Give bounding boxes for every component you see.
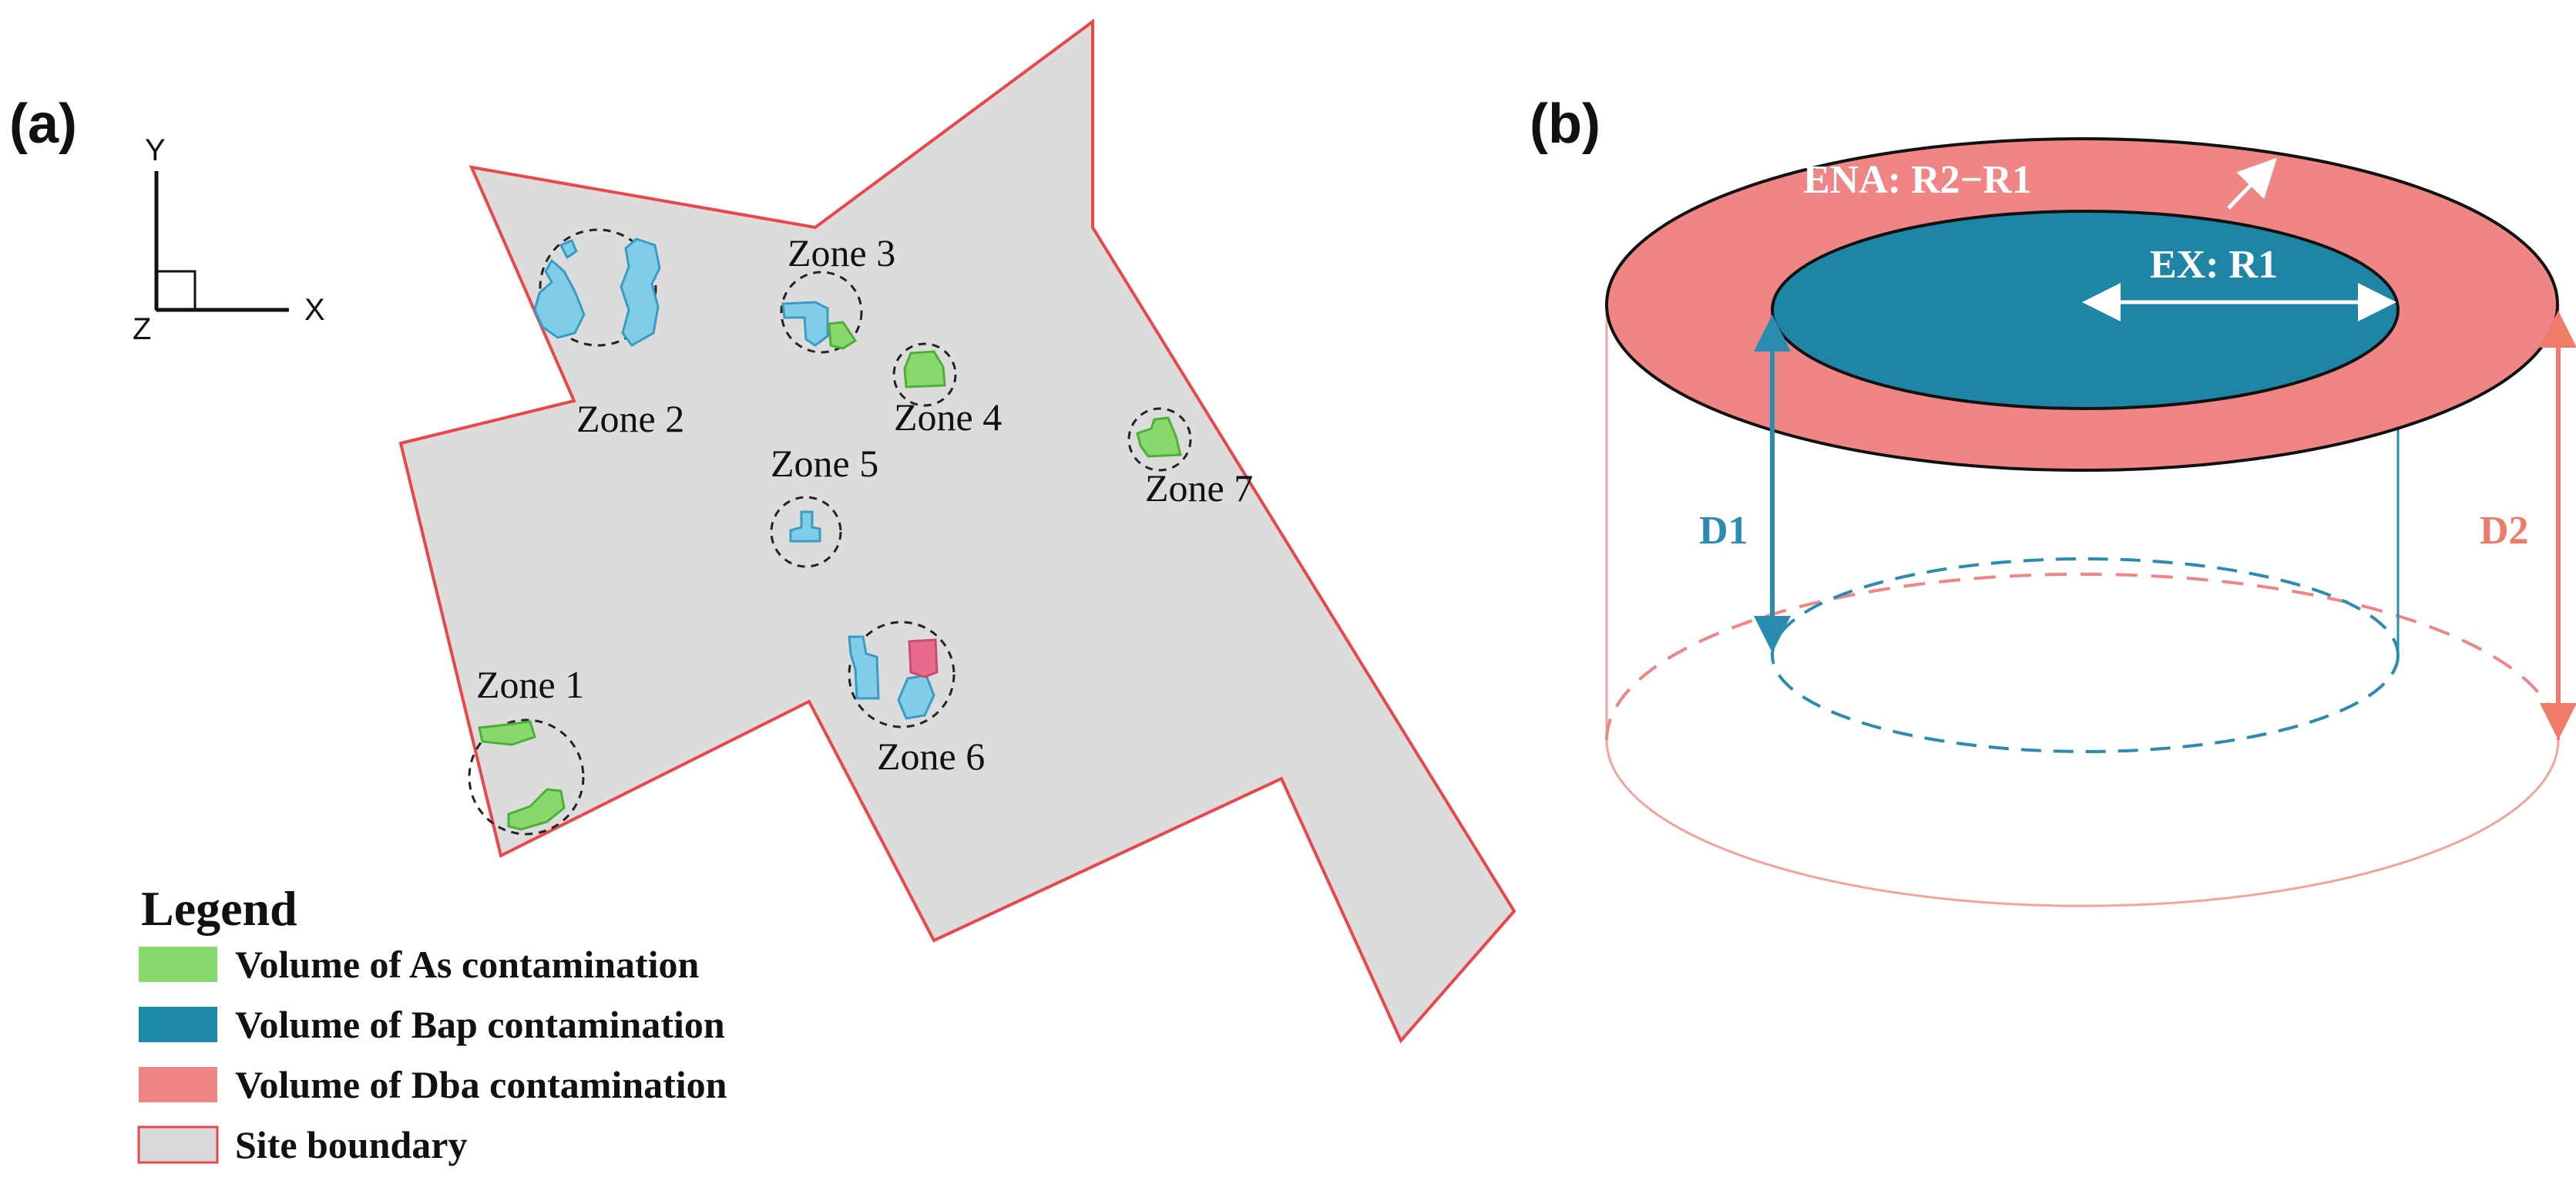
zone3-label: Zone 3 bbox=[788, 231, 895, 274]
d2-label: D2 bbox=[2480, 509, 2529, 553]
zone3-circle bbox=[780, 271, 863, 354]
zone1-circle bbox=[468, 718, 585, 836]
zone4-circle bbox=[892, 342, 957, 407]
legend-item-dba: Volume of Dba contamination bbox=[235, 1063, 727, 1106]
z-axis-label: Z bbox=[133, 312, 151, 346]
zone7-label: Zone 7 bbox=[1145, 466, 1253, 510]
zone6-bap-left bbox=[848, 635, 880, 700]
ex-label: EX: R1 bbox=[2150, 243, 2278, 287]
zone5-bap bbox=[789, 510, 821, 543]
ena-arrow bbox=[2227, 157, 2277, 210]
zone6-label: Zone 6 bbox=[877, 735, 985, 778]
zone1-as-top bbox=[478, 720, 536, 746]
legend-title: Legend bbox=[141, 881, 297, 936]
panel-a-label: (a) bbox=[9, 93, 77, 155]
zone2-label: Zone 2 bbox=[576, 397, 684, 440]
zone1-label: Zone 1 bbox=[476, 663, 584, 706]
outer-bottom-back bbox=[1605, 572, 2560, 741]
d1-label: D1 bbox=[1699, 509, 1748, 553]
legend-swatch-dba bbox=[139, 1067, 217, 1102]
zone3-bap bbox=[781, 301, 829, 347]
zone1-as-bottom bbox=[507, 788, 566, 831]
legend-item-site: Site boundary bbox=[235, 1123, 467, 1166]
panel-b: (b) ENA: R2−R1 EX: R1 D1 D2 bbox=[1530, 93, 2576, 907]
zone2-bap-left bbox=[533, 258, 586, 339]
zone5-circle bbox=[770, 496, 842, 568]
zone3-as bbox=[828, 321, 858, 350]
outer-bottom-front bbox=[1605, 739, 2560, 907]
zone2-circle bbox=[539, 228, 657, 347]
zone5-group: Zone 5 bbox=[770, 442, 878, 568]
legend-swatch-bap bbox=[139, 1007, 217, 1042]
inner-bottom-ellipse bbox=[1771, 557, 2400, 753]
zone7-as bbox=[1136, 416, 1182, 458]
zone2-bap-small bbox=[559, 239, 578, 260]
zone4-group: Zone 4 bbox=[892, 342, 1002, 439]
zone1-group: Zone 1 bbox=[468, 663, 585, 836]
legend-swatch-as bbox=[139, 947, 217, 982]
site-boundary bbox=[398, 19, 1516, 1044]
zone3-group: Zone 3 bbox=[780, 231, 895, 354]
y-axis-label: Y bbox=[145, 133, 166, 167]
zone4-label: Zone 4 bbox=[894, 395, 1002, 439]
zone7-group: Zone 7 bbox=[1127, 407, 1253, 510]
zone6-circle bbox=[848, 621, 956, 728]
legend: Legend Volume of As contamination Volume… bbox=[137, 881, 727, 1166]
zone2-bap-right bbox=[620, 237, 661, 347]
inner-top-ellipse bbox=[1771, 210, 2400, 410]
zone5-label: Zone 5 bbox=[771, 442, 878, 485]
panel-a: (a) Y X Z Zone 2 Zone 3 bbox=[9, 19, 1516, 1166]
legend-item-bap: Volume of Bap contamination bbox=[235, 1003, 725, 1046]
right-angle-marker bbox=[155, 270, 196, 311]
zone6-group: Zone 6 bbox=[848, 621, 985, 778]
zone6-dba bbox=[908, 638, 939, 678]
axis-indicator: Y X Z bbox=[133, 133, 325, 346]
zone2-group: Zone 2 bbox=[533, 228, 684, 440]
legend-item-as: Volume of As contamination bbox=[235, 943, 700, 986]
panel-b-label: (b) bbox=[1530, 93, 1600, 155]
zone4-as bbox=[903, 350, 946, 389]
ena-label: ENA: R2−R1 bbox=[1803, 158, 2032, 202]
legend-swatch-site bbox=[137, 1125, 219, 1164]
x-axis-label: X bbox=[304, 293, 325, 327]
zone7-circle bbox=[1127, 407, 1192, 472]
